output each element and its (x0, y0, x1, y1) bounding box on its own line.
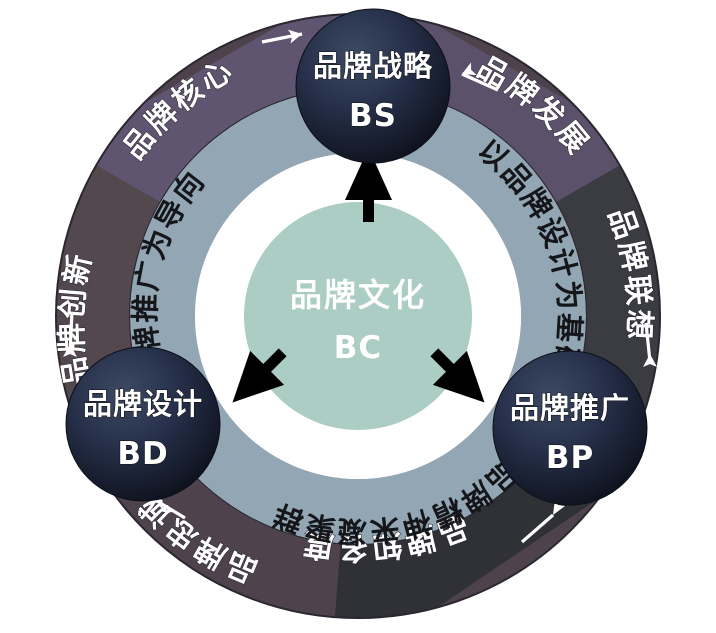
node-bs[interactable]: 品牌战略 BS (295, 8, 451, 164)
arrow-center-to-bp (430, 348, 485, 403)
outer-arrow-awareness (520, 513, 555, 544)
node-bs-circle[interactable] (295, 8, 451, 164)
node-bd-label-cn: 品牌设计 (83, 387, 203, 421)
center-label-abbr: BC (334, 330, 382, 366)
outer-arrow-loyalty (151, 496, 186, 520)
center-arrows (232, 148, 485, 403)
outer-arrow-develop (461, 72, 499, 92)
center-labels: 品牌文化 BC (290, 276, 426, 366)
center-circle[interactable] (244, 202, 472, 430)
arrow-center-to-bs (345, 148, 392, 222)
node-bd-circle[interactable] (65, 346, 221, 502)
node-bp-label-abbr: BP (546, 440, 594, 476)
node-bd[interactable]: 品牌设计 BD (65, 346, 221, 502)
node-bp-label-cn: 品牌推广 (510, 391, 630, 425)
node-bd-label-abbr: BD (117, 436, 168, 472)
arrow-center-to-bd (232, 348, 287, 403)
node-bs-label-cn: 品牌战略 (313, 49, 433, 83)
node-bp-circle[interactable] (492, 350, 648, 506)
node-bs-label-abbr: BS (349, 98, 397, 134)
node-bp[interactable]: 品牌推广 BP (492, 350, 648, 506)
center-label-cn: 品牌文化 (290, 276, 426, 314)
